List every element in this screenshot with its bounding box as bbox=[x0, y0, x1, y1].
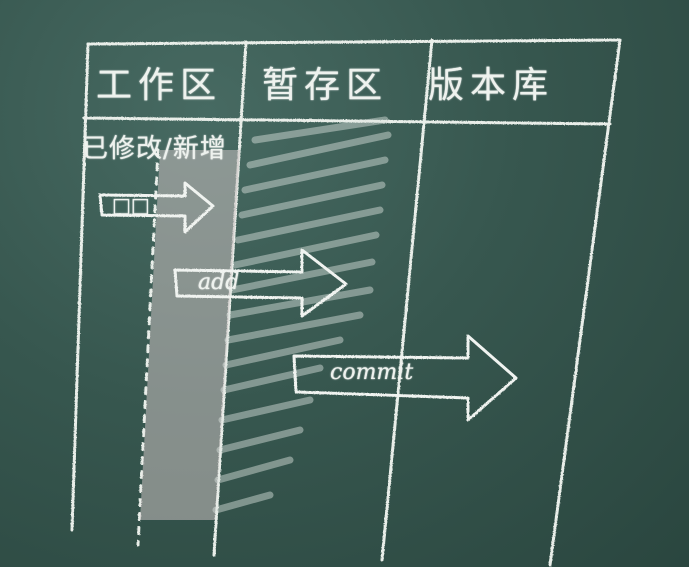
arrow-3 bbox=[292, 334, 518, 422]
modified-added-note: 已修改/新增 bbox=[82, 134, 227, 164]
dashed-divider bbox=[136, 148, 160, 547]
header-repository: 版本库 bbox=[428, 65, 555, 106]
arrow-add-label: add bbox=[198, 270, 240, 295]
column-line-2 bbox=[380, 38, 434, 562]
arrow-1 bbox=[98, 181, 215, 234]
arrow-2 bbox=[173, 248, 348, 318]
table-header-bottom-line bbox=[82, 116, 612, 126]
shaded-staging-area bbox=[212, 116, 392, 514]
table-top-line bbox=[86, 38, 622, 46]
column-line-right bbox=[548, 38, 622, 567]
arrow-commit-label: commit bbox=[330, 360, 414, 385]
header-working-directory: 工作区 bbox=[96, 65, 223, 106]
arrow-1-label: □□ bbox=[112, 193, 150, 217]
header-staging-area: 暂存区 bbox=[262, 65, 389, 106]
column-line-left bbox=[70, 42, 90, 532]
column-line-1 bbox=[212, 40, 248, 557]
shaded-working-area bbox=[140, 150, 240, 520]
